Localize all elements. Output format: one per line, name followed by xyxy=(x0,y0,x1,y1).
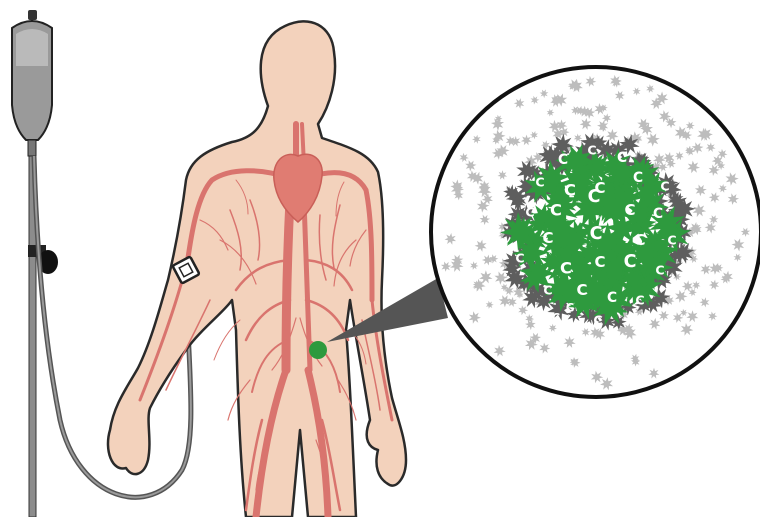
iv-stand xyxy=(12,10,58,517)
cell-label: C xyxy=(564,181,576,200)
cell-label: C xyxy=(560,259,572,278)
cell-label: C xyxy=(624,252,637,272)
cell-label: C xyxy=(617,150,627,166)
cell-label: C xyxy=(576,281,587,299)
cell-label: C xyxy=(653,206,663,222)
cell-label: C xyxy=(590,224,603,244)
cell-label: C xyxy=(593,313,602,328)
cell-label: C xyxy=(635,293,644,308)
cell-label: C xyxy=(525,205,534,220)
cell-label: C xyxy=(594,253,605,271)
drip-chamber xyxy=(28,140,36,156)
cell-label: C xyxy=(634,231,645,249)
cell-label: C xyxy=(566,302,574,315)
cell-label: C xyxy=(542,229,553,247)
cell-label: C xyxy=(535,175,544,190)
cell-label: C xyxy=(543,283,552,298)
cell-label: C xyxy=(633,170,643,186)
tumor-location xyxy=(309,341,327,359)
iv-hook xyxy=(28,10,37,20)
cell-label: C xyxy=(660,179,669,194)
iv-bag-highlight xyxy=(16,29,48,66)
cell-label: C xyxy=(588,187,601,207)
cell-label: C xyxy=(550,201,562,220)
cell-label: C xyxy=(587,143,596,158)
cell-label: C xyxy=(667,233,676,248)
cell-label: C xyxy=(624,201,635,219)
cell-label: C xyxy=(607,290,617,306)
cell-label: C xyxy=(515,251,524,266)
cell-label: C xyxy=(552,312,560,325)
cell-label: C xyxy=(655,263,664,278)
cell-label: C xyxy=(558,152,568,168)
